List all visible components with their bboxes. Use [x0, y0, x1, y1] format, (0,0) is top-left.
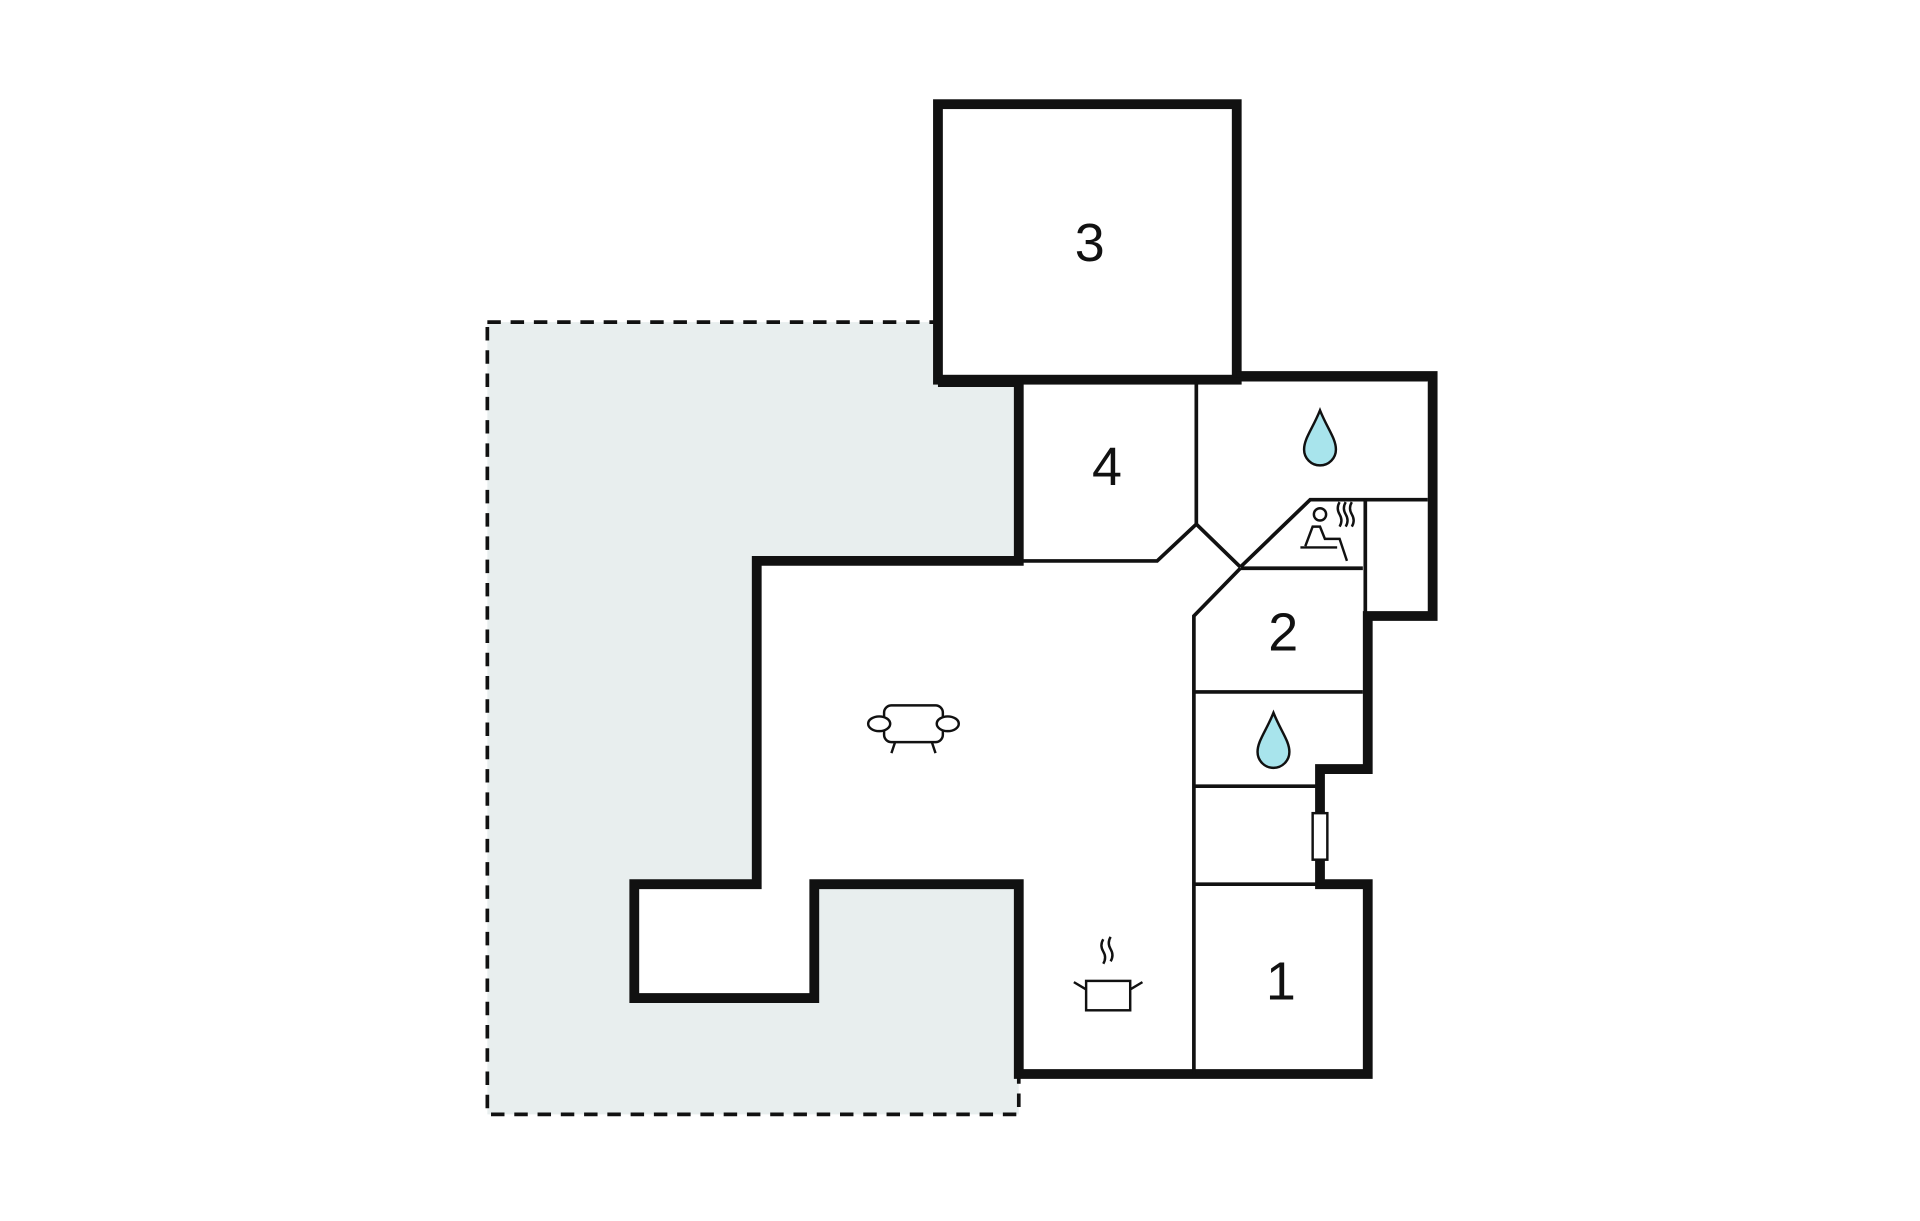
room-2-label: 2 [1268, 602, 1298, 662]
interior-walls [1022, 377, 1428, 1074]
house-fill [634, 376, 1433, 1074]
water-drop-icon [1256, 709, 1291, 770]
sofa-icon [866, 704, 960, 754]
water-drop-icon [1302, 407, 1338, 467]
sauna-icon [1300, 501, 1355, 562]
room-4-label: 4 [1092, 437, 1122, 497]
room-3-outline [933, 99, 1242, 385]
window-icon [1311, 811, 1329, 861]
cooking-pot-icon [1073, 936, 1144, 1012]
room-3-label: 3 [1075, 213, 1105, 273]
room-1-label: 1 [1266, 951, 1296, 1011]
exterior-wall [629, 371, 1438, 1079]
